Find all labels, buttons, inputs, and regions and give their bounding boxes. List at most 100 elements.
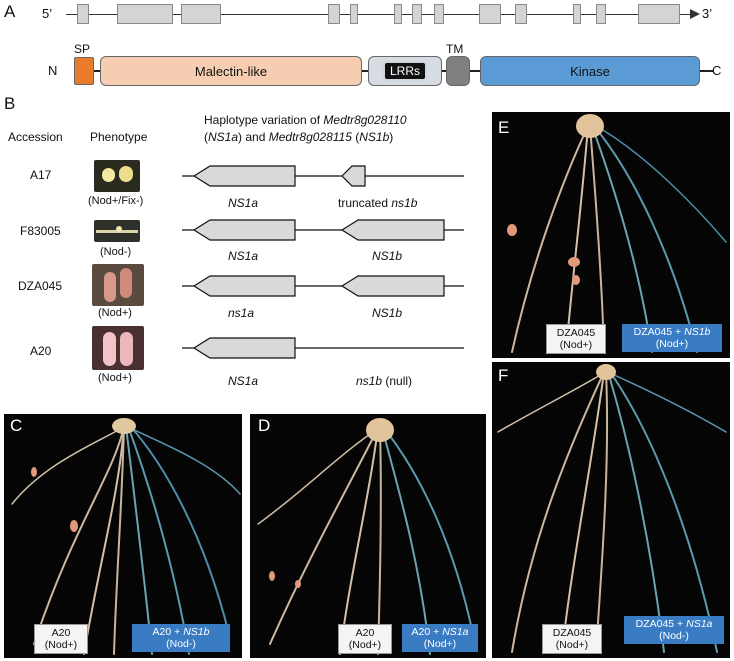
label-line: A20 [355,627,375,639]
nodule [116,226,122,232]
gene-b-a20: ns1b (null) [356,374,412,388]
exon [573,4,581,24]
col-header-haplotype: Haplotype variation of Medtr8g028110 (NS… [204,112,407,146]
lrr-domain: LRRs [368,56,442,86]
exon [434,4,444,24]
haplotype-a20 [182,337,464,359]
kinase-domain: Kinase [480,56,700,86]
exon [479,4,501,24]
label-line: (Nod-) [166,638,196,650]
exon [394,4,402,24]
phenotype-image-a20 [92,326,144,370]
malectin-label: Malectin-like [194,63,268,79]
panel-label-d: D [258,416,271,435]
label-text: DZA045 + [635,618,687,630]
gene-b-dza045: NS1b [372,306,403,320]
label-line: DZA045 [556,327,596,339]
label-d-left: A20(Nod+) [338,624,392,654]
haplo-gene-b: Medtr8g028115 [268,130,352,144]
exon [412,4,422,24]
label-d-right: A20 + NS1a(Nod+) [402,624,478,652]
exon [181,4,221,24]
gene-structure [66,0,706,28]
panel-label-f: F [498,366,509,385]
accession-f83005: F83005 [20,224,61,238]
root-drawing-d [257,418,476,655]
gene-a-f83005: NS1a [228,249,259,263]
exon [350,4,358,24]
panel-label-e: E [498,118,510,137]
haplo-gene-a: Medtr8g028110 [323,113,407,127]
exon [117,4,173,24]
gene-b-suffix: (null) [382,374,413,388]
label-f-left: DZA045(Nod+) [542,624,602,654]
label-c-left: A20(Nod+) [34,624,88,654]
label-gene: NS1a [686,618,713,630]
haplo-and: ) and [238,130,269,144]
gene-five-prime: 5’ [42,6,53,21]
photo-panel-e: DZA045(Nod+) DZA045 + NS1b(Nod+) [492,112,730,358]
gene-a-dza045: ns1a [228,306,255,320]
gene-a-a17: NS1a [228,196,259,210]
haplo-paren: ( [204,130,208,144]
label-gene: NS1b [183,626,210,638]
col-header-accession: Accession [8,130,63,144]
label-text: DZA045 + [633,326,685,338]
haplo-paren: ( [355,130,360,144]
label-e-left: DZA045(Nod+) [546,324,606,354]
phenotype-dza045: (Nod+) [98,307,132,319]
sp-domain [74,57,94,85]
accession-dza045: DZA045 [18,279,63,293]
nodule [103,332,116,366]
label-line: (Nod+) [44,639,78,651]
haplo-ns1a: NS1a [208,130,239,144]
haplotype-dza045 [182,275,464,297]
haplo-text: Haplotype variation of [204,113,324,127]
panel-label-c: C [10,416,23,435]
phenotype-image-f83005 [94,220,140,242]
lrr-label: LRRs [382,61,427,81]
panel-label-b: B [4,94,16,113]
label-line: DZA045 [552,627,592,639]
label-line: A20 [51,627,71,639]
label-gene: NS1b [684,326,711,338]
label-line: (Nod+) [555,639,589,651]
nodule [120,268,132,298]
label-f-right: DZA045 + NS1a(Nod-) [624,616,724,644]
phenotype-image-a17 [94,160,140,192]
nodule [120,332,133,366]
label-c-right: A20 + NS1b(Nod-) [132,624,230,652]
gene-line [66,14,696,15]
gene-arrow-icon [690,9,700,19]
label-line: (Nod+) [559,339,593,351]
gene-b-f83005: NS1b [372,249,403,263]
protein-n-terminus: N [48,63,58,78]
photo-panel-c: A20(Nod+) A20 + NS1b(Nod-) [4,414,242,658]
exon [515,4,527,24]
panel-label-a: A [4,2,16,21]
haplo-paren: ) [389,130,394,144]
col-header-phenotype: Phenotype [90,130,148,144]
gene-b-prefix: truncated [338,196,392,210]
sp-label: SP [74,42,91,56]
label-text: A20 + [152,626,184,638]
haplotype-f83005 [182,219,464,241]
tm-label: TM [446,42,464,56]
protein-c-terminus: C [712,63,722,78]
gene-b-a17: truncated ns1b [338,196,417,210]
exon [77,4,89,24]
gene-a-a20: NS1a [228,374,259,388]
phenotype-f83005: (Nod-) [100,246,132,258]
photo-panel-f: DZA045(Nod+) DZA045 + NS1a(Nod-) [492,362,730,658]
phenotype-a20: (Nod+) [98,372,132,384]
root-drawing-c [11,418,241,655]
photo-panel-d: A20(Nod+) A20 + NS1a(Nod+) [250,414,486,658]
label-line: (Nod+) [655,338,689,350]
exon [328,4,340,24]
label-e-right: DZA045 + NS1b(Nod+) [622,324,722,352]
label-line: (Nod+) [423,638,457,650]
tm-domain [446,56,470,86]
haplotype-a17 [182,165,464,187]
root-drawing-e [507,114,727,353]
nodule [119,166,133,182]
